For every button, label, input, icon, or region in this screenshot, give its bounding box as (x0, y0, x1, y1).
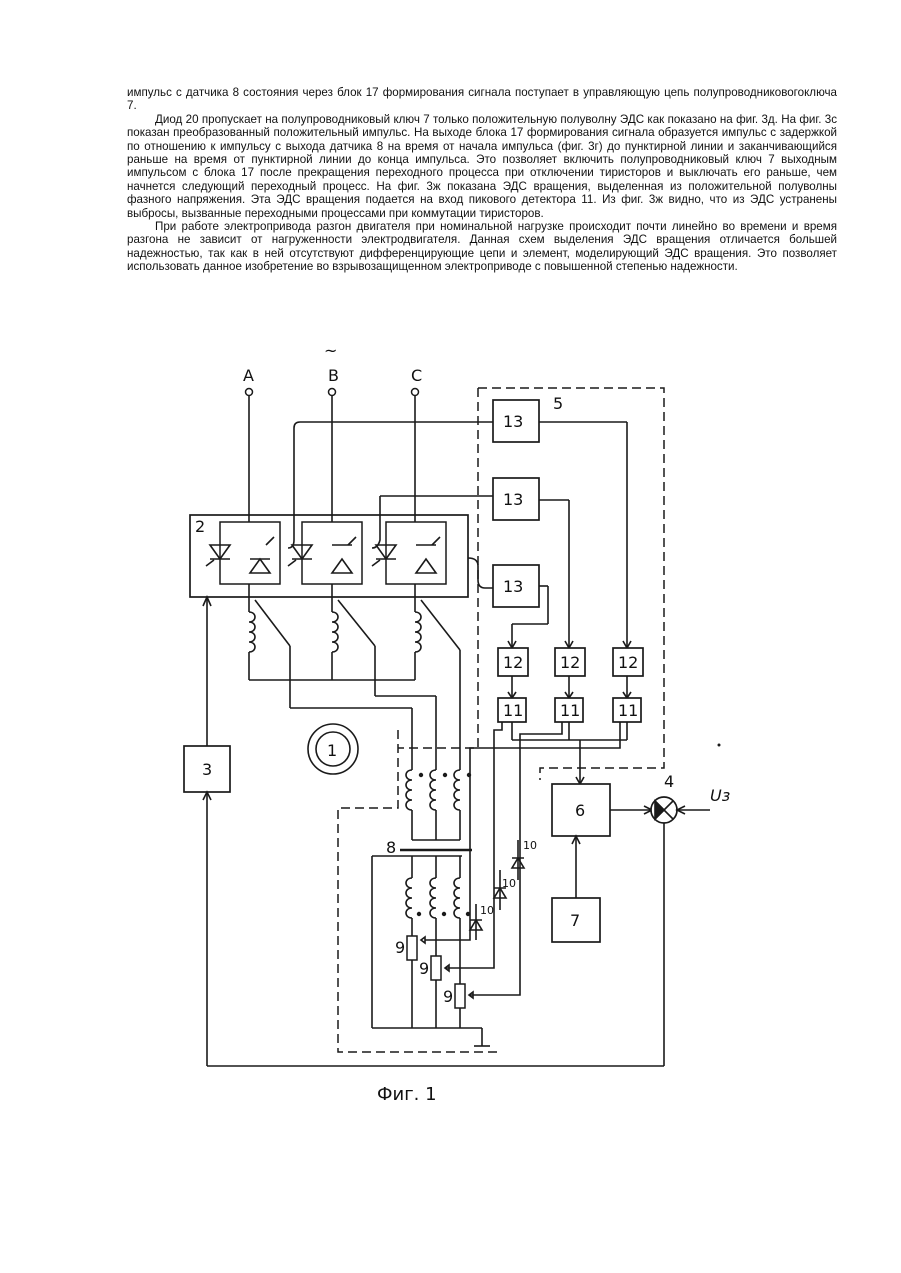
block-11-c-label: 11 (618, 701, 638, 720)
block-13-b-label: 13 (503, 490, 523, 509)
stator-windings (249, 612, 421, 652)
resistor-9-b (431, 956, 441, 980)
block-2-label: 2 (195, 517, 205, 536)
block-12-a-label: 12 (503, 653, 523, 672)
phase-label-a: A (243, 366, 254, 385)
thyristor-pairs (206, 522, 446, 584)
diode-10-c-label: 10 (523, 839, 537, 852)
block-11-a-label: 11 (503, 701, 523, 720)
block-8-label: 8 (386, 838, 396, 857)
block-12-c-label: 12 (618, 653, 638, 672)
phase-label-b: B (328, 366, 339, 385)
motor-label: 1 (327, 741, 337, 760)
summator-4-label: 4 (664, 772, 674, 791)
block-5-label: 5 (553, 394, 563, 413)
supply-symbol: ~ (324, 341, 337, 360)
block-7-label: 7 (570, 911, 580, 930)
block-13-a-label: 13 (503, 412, 523, 431)
block-13-c-label: 13 (503, 577, 523, 596)
figure-caption: Фиг. 1 (377, 1084, 437, 1105)
resistor-9-c-label: 9 (443, 987, 453, 1006)
terminal-b (329, 389, 336, 396)
block-3-label: 3 (202, 760, 212, 779)
terminal-c (412, 389, 419, 396)
phase-label-c: C (411, 366, 422, 385)
diode-10-b-label: 10 (502, 877, 516, 890)
block-11-b-label: 11 (560, 701, 580, 720)
resistor-9-a (407, 936, 417, 960)
resistor-9-a-label: 9 (395, 938, 405, 957)
resistor-9-b-label: 9 (419, 959, 429, 978)
terminal-a (246, 389, 253, 396)
block-12-b-label: 12 (560, 653, 580, 672)
diode-10-a-label: 10 (480, 904, 494, 917)
block-6-label: 6 (575, 801, 585, 820)
output-voltage-label: Uз (710, 786, 730, 805)
diodes-10 (470, 840, 524, 940)
resistor-9-c (455, 984, 465, 1008)
